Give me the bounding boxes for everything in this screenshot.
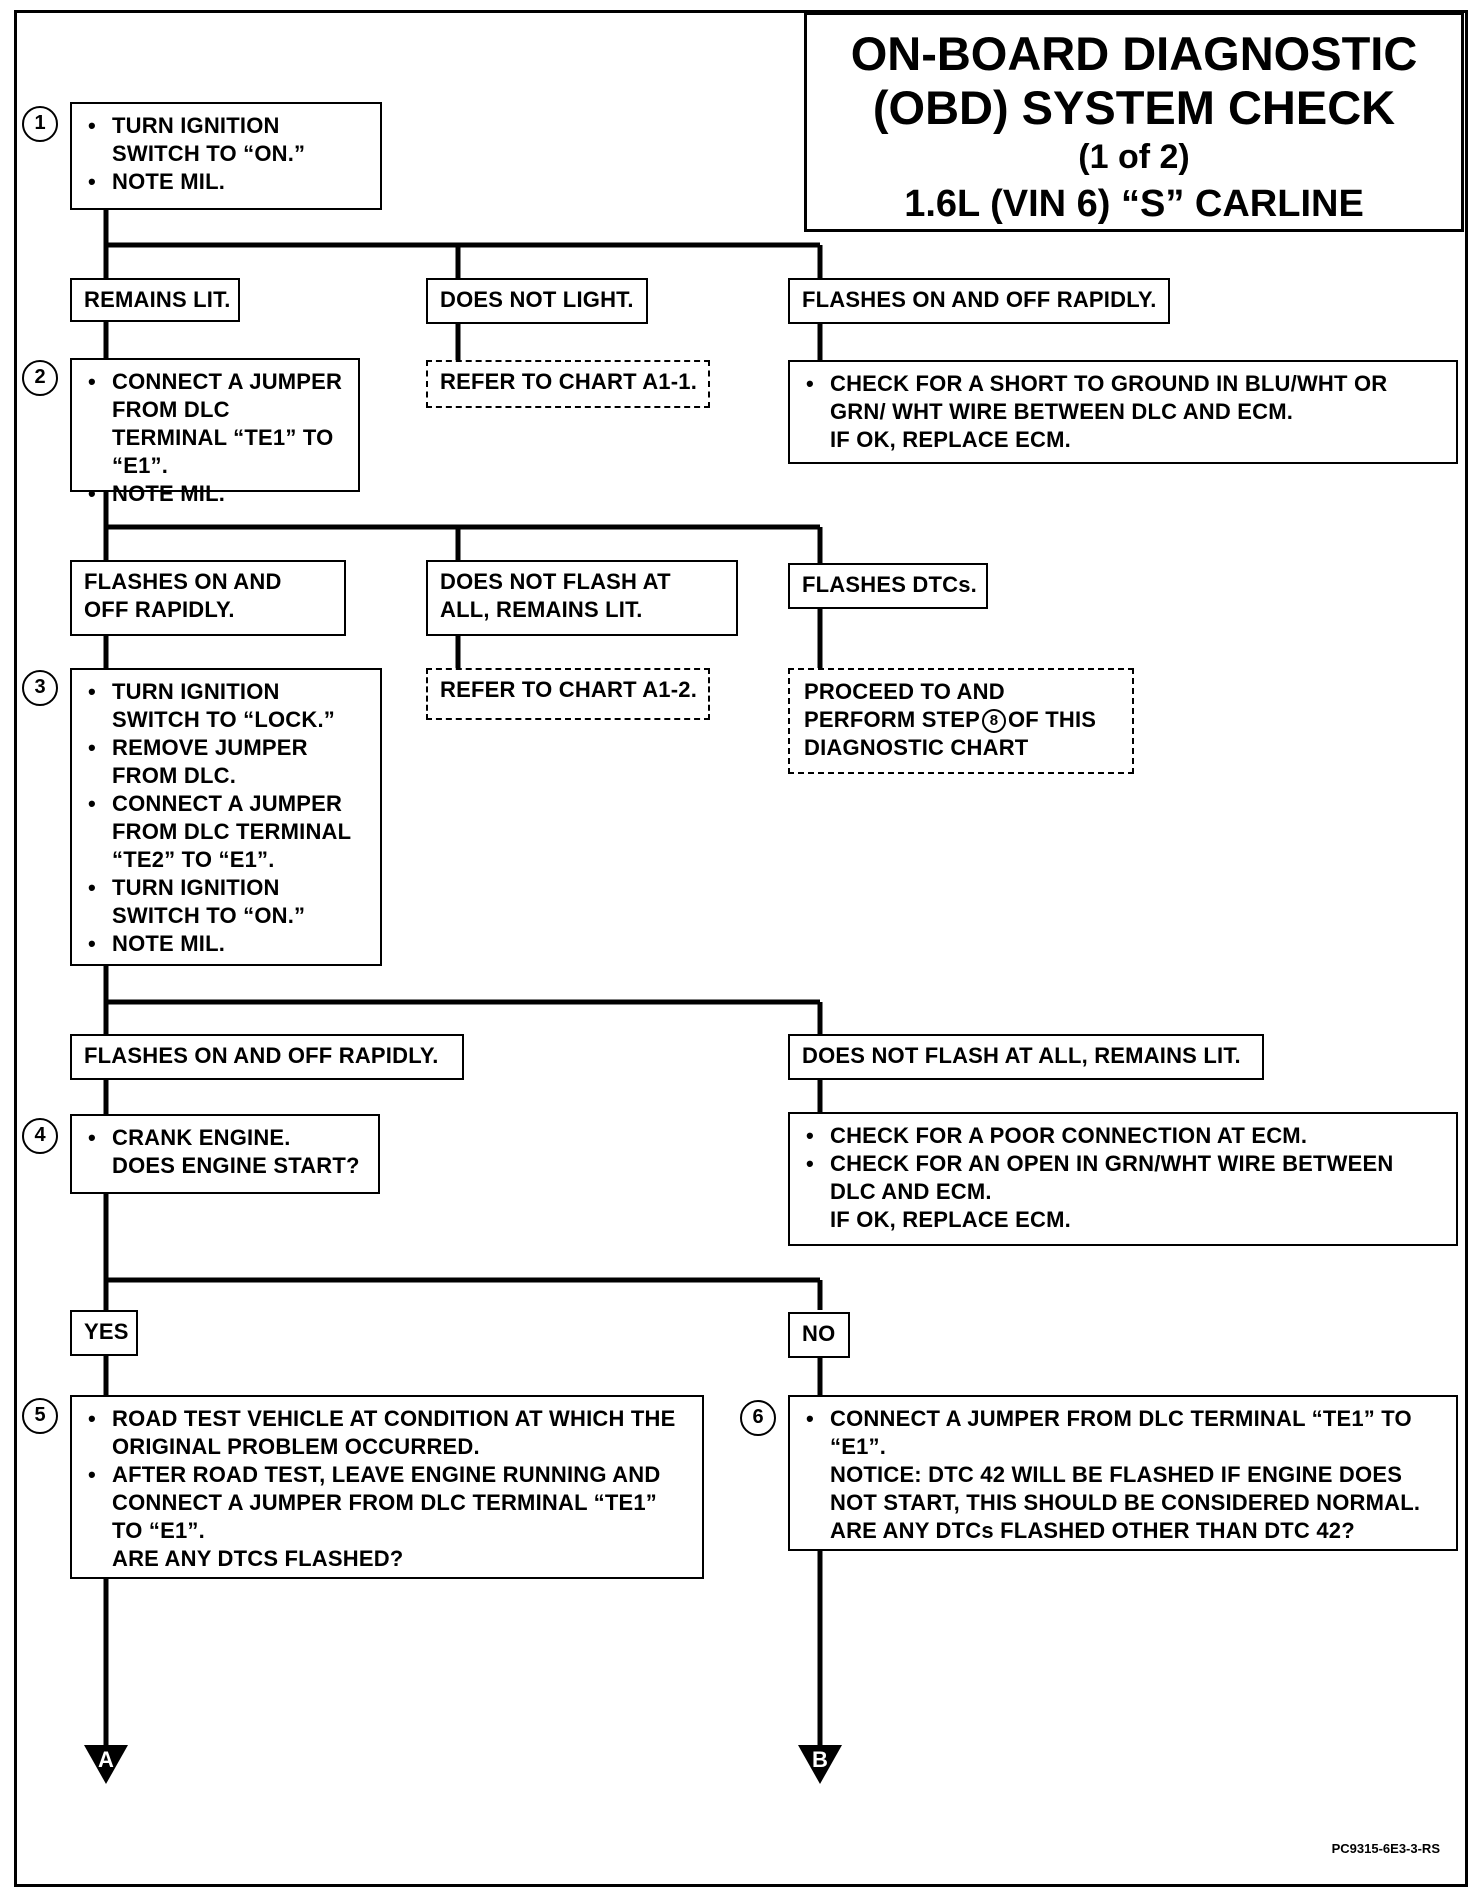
result-refer-chart-a1-2: REFER TO CHART A1-2.: [426, 668, 710, 720]
step-number-6: 6: [740, 1400, 776, 1436]
condition-flashes-rapidly-2: FLASHES ON AND OFF RAPIDLY.: [70, 560, 346, 636]
short-check-item: CHECK FOR A SHORT TO GROUND IN BLU/WHT O…: [804, 370, 1442, 426]
step-2-box: CONNECT A JUMPER FROM DLC TERMINAL “TE1”…: [70, 358, 360, 508]
connector-a-label: A: [98, 1747, 114, 1772]
proceed-text-before: PROCEED TO AND PERFORM STEP: [804, 679, 1005, 732]
poor-connection-item: CHECK FOR A POOR CONNECTION AT ECM.: [804, 1122, 1442, 1150]
poor-connection-item: CHECK FOR AN OPEN IN GRN/WHT WIRE BETWEE…: [804, 1150, 1442, 1206]
result-short-check-box: CHECK FOR A SHORT TO GROUND IN BLU/WHT O…: [788, 360, 1458, 464]
step-4-question: DOES ENGINE START?: [112, 1153, 360, 1178]
condition-remains-lit: REMAINS LIT.: [70, 278, 240, 322]
title-line-3: (1 of 2): [1078, 138, 1190, 176]
condition-does-not-light: DOES NOT LIGHT.: [426, 278, 648, 324]
connector-b-arrow: [798, 1745, 842, 1784]
title-line-1: ON-BOARD DIAGNOSTIC: [850, 27, 1418, 80]
step-3-item: TURN IGNITION SWITCH TO “LOCK.”: [86, 678, 366, 734]
step-6-notice: NOTICE: DTC 42 WILL BE FLASHED IF ENGINE…: [830, 1462, 1421, 1515]
page-frame: [14, 10, 1468, 1887]
step-number-2: 2: [22, 360, 58, 396]
step-6-question: ARE ANY DTCs FLASHED OTHER THAN DTC 42?: [830, 1518, 1355, 1543]
condition-flashes-dtcs: FLASHES DTCs.: [788, 563, 988, 609]
result-refer-chart-a1-1: REFER TO CHART A1-1.: [426, 360, 710, 408]
step-2-item: CONNECT A JUMPER FROM DLC TERMINAL “TE1”…: [86, 368, 344, 480]
step-3-item: NOTE MIL.: [86, 930, 366, 958]
step-6-box: CONNECT A JUMPER FROM DLC TERMINAL “TE1”…: [788, 1395, 1458, 1551]
step-5-box: ROAD TEST VEHICLE AT CONDITION AT WHICH …: [70, 1395, 704, 1579]
title-line-4: 1.6L (VIN 6) “S” CARLINE: [904, 183, 1364, 225]
condition-no: NO: [788, 1312, 850, 1358]
step-number-4: 4: [22, 1118, 58, 1154]
condition-yes: YES: [70, 1310, 138, 1356]
result-poor-connection-box: CHECK FOR A POOR CONNECTION AT ECM. CHEC…: [788, 1112, 1458, 1246]
connector-a-arrow: [84, 1745, 128, 1784]
step-1-item: NOTE MIL.: [86, 168, 366, 196]
step-4-box: CRANK ENGINE. DOES ENGINE START?: [70, 1114, 380, 1194]
step-number-3: 3: [22, 670, 58, 706]
condition-does-not-flash-1: DOES NOT FLASH AT ALL, REMAINS LIT.: [426, 560, 738, 636]
step-4-item: CRANK ENGINE.: [86, 1124, 364, 1152]
step-1-box: TURN IGNITION SWITCH TO “ON.” NOTE MIL.: [70, 102, 382, 210]
step-3-item: CONNECT A JUMPER FROM DLC TERMINAL “TE2”…: [86, 790, 366, 874]
step-3-item: REMOVE JUMPER FROM DLC.: [86, 734, 366, 790]
step-5-item: AFTER ROAD TEST, LEAVE ENGINE RUNNING AN…: [86, 1461, 688, 1545]
condition-does-not-flash-2: DOES NOT FLASH AT ALL, REMAINS LIT.: [788, 1034, 1264, 1080]
step-number-1: 1: [22, 106, 58, 142]
step-2-item: NOTE MIL.: [86, 480, 344, 508]
short-check-followup: IF OK, REPLACE ECM.: [830, 427, 1071, 452]
step-3-box: TURN IGNITION SWITCH TO “LOCK.” REMOVE J…: [70, 668, 382, 966]
proceed-step-circle: 8: [981, 709, 1006, 734]
condition-flashes-rapidly-3: FLASHES ON AND OFF RAPIDLY.: [70, 1034, 464, 1080]
step-number-5: 5: [22, 1398, 58, 1434]
step-5-item: ROAD TEST VEHICLE AT CONDITION AT WHICH …: [86, 1405, 688, 1461]
poor-connection-followup: IF OK, REPLACE ECM.: [830, 1207, 1071, 1232]
condition-flashes-rapidly-1: FLASHES ON AND OFF RAPIDLY.: [788, 278, 1170, 324]
chart-title-box: ON-BOARD DIAGNOSTIC (OBD) SYSTEM CHECK (…: [804, 12, 1464, 232]
figure-code: PC9315-6E3-3-RS: [1331, 1841, 1440, 1856]
step-3-item: TURN IGNITION SWITCH TO “ON.”: [86, 874, 366, 930]
connector-b-label: B: [812, 1747, 828, 1772]
proceed-text-after: OF THIS DIAGNOSTIC CHART: [804, 707, 1097, 760]
title-line-2: (OBD) SYSTEM CHECK: [872, 81, 1396, 134]
step-5-question: ARE ANY DTCS FLASHED?: [112, 1546, 404, 1571]
step-1-item: TURN IGNITION SWITCH TO “ON.”: [86, 112, 366, 168]
step-6-item: CONNECT A JUMPER FROM DLC TERMINAL “TE1”…: [804, 1405, 1442, 1461]
